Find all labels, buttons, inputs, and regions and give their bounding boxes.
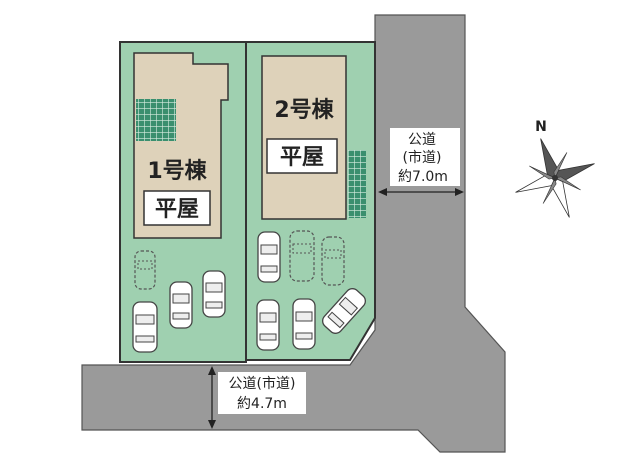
car-outline [321,236,345,286]
car [256,299,280,351]
south-road-label-1: 公道(市道) [229,375,296,392]
south-road-label-2: 約4.7m [237,396,287,412]
plot-1-deck [136,99,176,141]
car-outline [134,250,156,290]
car [257,231,281,283]
plot-1-type-box [143,190,211,226]
car [322,288,366,334]
east-road-dimension [378,128,464,196]
compass-north-label: N [535,119,547,135]
plot-1-type: 平屋 [155,197,199,222]
plot-1-parking [132,250,226,353]
east-road [81,14,506,453]
plot-2-title: 2号棟 [274,97,334,123]
plot-2-deck [348,150,366,218]
car [132,301,158,353]
plot-1-title: 1号棟 [147,158,207,184]
house-2-footprint [261,55,347,220]
east-road-label-3: 約7.0m [398,169,448,185]
east-road-label-2: (市道) [403,149,442,166]
compass-rose-icon [515,138,595,218]
car [292,298,316,350]
plot-2-type-box [266,138,338,174]
car-outline [289,230,315,282]
car [202,270,226,318]
south-road-dimension [208,366,306,429]
plot-2-parking [256,230,366,351]
car [169,281,193,329]
plot-2-type: 平屋 [280,145,324,170]
east-road-label-1: 公道 [408,132,436,148]
